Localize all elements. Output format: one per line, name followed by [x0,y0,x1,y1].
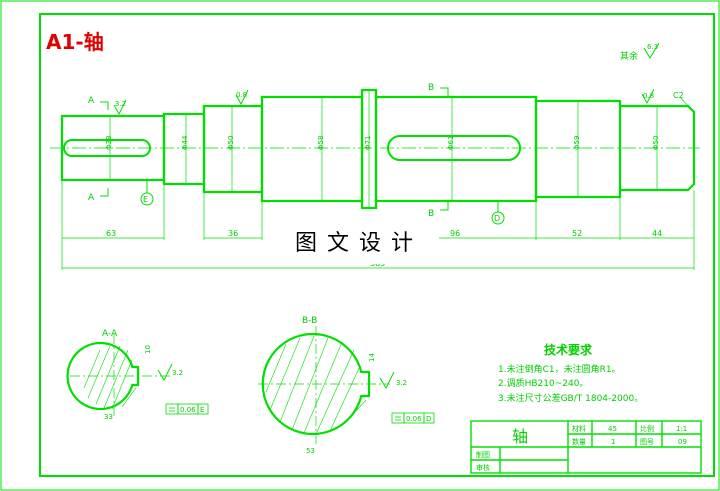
section-bb-tol-value: 0.06 [406,415,422,423]
tech-req-item-1: 1.未注倒角C1，未注圆角R1。 [498,363,621,375]
title-block-designer-label: 制图 [476,450,490,459]
dim-52: 52 [572,229,582,238]
datum-d-label: D [494,214,500,223]
chamfer-label: C2 [673,91,684,100]
rough-rest-symbol [643,42,660,59]
rough-symbol-1 [113,99,127,116]
title-block-material-value: 45 [608,425,617,433]
dia-1: Φ38 [105,136,113,150]
section-aa-outline [66,341,140,411]
title-block [470,420,702,474]
title-block-part-name: 轴 [512,427,528,446]
dim-44: 44 [652,229,662,238]
section-aa-dim-bottom: 33 [104,413,113,421]
rough-value-3: 0.8 [643,92,654,100]
title-block-drawing-no-label: 图号 [640,438,654,446]
section-bb-outline [261,332,371,436]
section-bb-label: B-B [302,316,317,326]
dia-6: Φ61 [447,136,455,150]
title-block-ratio-label: 比例 [640,424,654,433]
section-aa-hatch [83,345,137,410]
rough-symbol-2 [235,89,249,106]
tech-req-item-2: 2.调质HB210~240。 [498,377,588,389]
section-bb-rough: 3.2 [396,379,407,387]
title-block-qty-label: 数量 [572,437,586,446]
shaft-outline [60,88,696,210]
dim-36: 36 [228,229,238,238]
section-mark-a-top: A [88,96,95,106]
title-block-material-label: 材料 [572,424,586,433]
dia-4: Φ58 [317,136,325,150]
dia-5: Φ71 [364,136,372,150]
title-block-drawing-no-value: 09 [678,438,687,446]
rough-rest-label: 其余 [620,50,638,62]
section-aa-rough: 3.2 [172,369,183,377]
dia-3: Φ50 [227,136,235,150]
inner-frame [39,13,715,477]
section-bb-dim-bottom: 53 [306,447,315,455]
section-aa-tol-value: 0.06 [180,406,196,414]
section-bb-hatch [265,335,367,435]
keyway-middle [387,135,521,161]
datum-d-circle [491,211,505,225]
datum-e-label: E [143,195,148,204]
watermark-text: 图文设计 [279,224,439,264]
tech-req-heading: 技术要求 [544,342,593,357]
rough-symbol-3 [641,88,655,105]
dia-8: Φ50 [652,136,660,150]
section-aa-tol-datum: E [200,406,204,414]
section-mark-a-bottom: A [88,193,95,203]
dim-96: 96 [450,229,460,238]
keyway-left [63,139,151,157]
section-aa-dim-side: 10 [144,345,152,354]
title-block-ratio-value: 1:1 [676,425,687,433]
rough-rest-value: 6.3 [647,43,658,51]
datum-e-circle [140,192,154,206]
dia-7: Φ59 [573,136,581,150]
section-mark-b-bottom: B [428,209,434,219]
tech-req-item-3: 3.未注尺寸公差GB/T 1804-2000。 [498,392,643,404]
dia-2: Φ44 [181,135,189,150]
rough-value-1: 3.2 [115,100,126,108]
title-block-qty-value: 1 [611,438,615,446]
section-mark-b-top: B [428,83,434,93]
dim-63: 63 [106,229,116,238]
section-bb-tol-datum: D [426,415,431,423]
section-bb-dim-side: 14 [368,353,376,362]
drawing-title: A1-轴 [46,30,104,54]
title-block-checker-label: 审核 [476,463,490,472]
rough-value-2: 0.8 [236,91,247,99]
section-aa-label: A-A [102,329,118,339]
